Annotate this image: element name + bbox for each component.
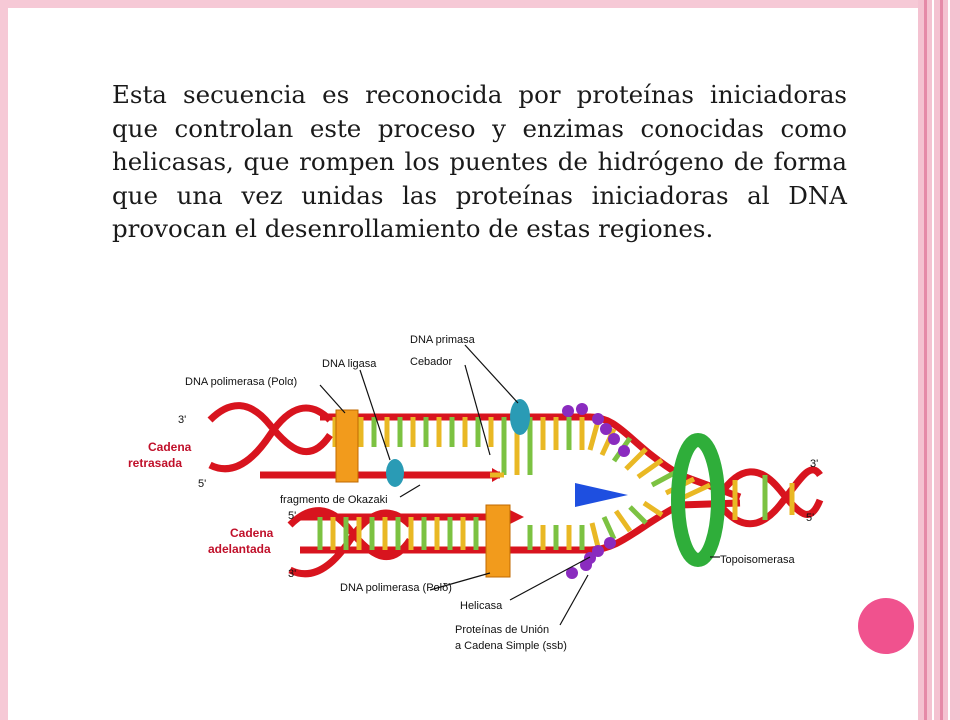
label-topoisomerasa: Topoisomerasa: [720, 554, 795, 566]
label-ssb-1: Proteínas de Unión: [455, 624, 549, 636]
label-cadena-retrasada-2: retrasada: [128, 456, 182, 470]
label-cadena-adelantada-1: Cadena: [230, 526, 274, 540]
top-left-helix: [207, 402, 333, 473]
leading-arrowhead: [510, 510, 524, 524]
label-cadena-retrasada-1: Cadena: [148, 440, 192, 454]
label-polimerasa-bottom: DNA polimerasa (Polδ): [340, 582, 452, 594]
ssb-proteins-top: [562, 403, 630, 457]
lagging-strand-bases: [332, 417, 712, 502]
slide-paragraph: Esta secuencia es reconocida por proteín…: [112, 80, 847, 243]
topoisomerase-ring: [671, 433, 725, 567]
prime-5-lower-left: 5': [288, 510, 296, 522]
polymerase-delta-block: [485, 504, 511, 578]
prime-3-right: 3': [810, 458, 818, 470]
label-cadena-adelantada-2: adelantada: [208, 542, 271, 556]
primase-enzyme: [510, 399, 530, 435]
ligase-enzyme: [386, 459, 404, 487]
label-dna-ligasa: DNA ligasa: [322, 358, 377, 370]
prime-5-mid-left: 5': [198, 478, 206, 490]
label-polimerasa-top: DNA polimerasa (Polα): [185, 376, 297, 388]
ssb-proteins-bottom: [566, 537, 616, 579]
prime-3-bottom-left: 3': [288, 568, 296, 580]
label-ssb-2: a Cadena Simple (ssb): [455, 640, 567, 652]
leader-lines: [319, 344, 720, 626]
slide-frame-left: [0, 0, 8, 720]
decorative-pink-circle: [858, 598, 914, 654]
polymerase-alpha-block: [335, 409, 359, 483]
label-fragmento-okazaki: fragmento de Okazaki: [280, 494, 388, 506]
helicase-triangle: [575, 483, 628, 507]
label-dna-primasa: DNA primasa: [410, 334, 476, 346]
prime-5-right: 5': [806, 512, 814, 524]
slide-frame-top: [0, 0, 960, 8]
dna-replication-diagram: DNA primasa Cebador DNA ligasa DNA polim…: [128, 334, 824, 652]
slide-frame-right: [918, 0, 960, 720]
right-parental-helix: [717, 466, 824, 528]
label-helicasa: Helicasa: [460, 600, 503, 612]
label-cebador: Cebador: [410, 356, 453, 368]
prime-3-top-left: 3': [178, 414, 186, 426]
